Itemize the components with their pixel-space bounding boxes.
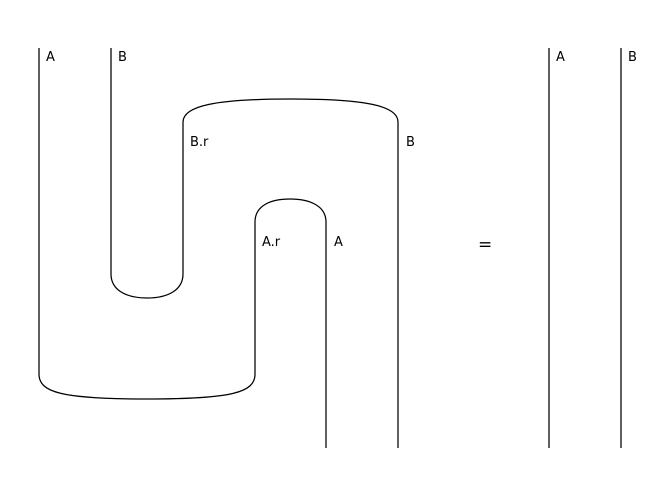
wire-a-outer-to-ar	[38, 48, 327, 448]
label-b-dual: B.r	[190, 135, 209, 150]
label-b-right: B	[406, 135, 415, 150]
label-rhs-a: A	[556, 50, 565, 65]
label-a-dual: A.r	[262, 235, 281, 250]
label-lhs-b: B	[118, 50, 127, 65]
label-rhs-b: B	[628, 50, 637, 65]
wire-b-to-br	[110, 48, 399, 448]
equals-sign: =	[478, 235, 492, 255]
label-a-middle: A	[334, 235, 343, 250]
label-lhs-a: A	[46, 50, 55, 65]
